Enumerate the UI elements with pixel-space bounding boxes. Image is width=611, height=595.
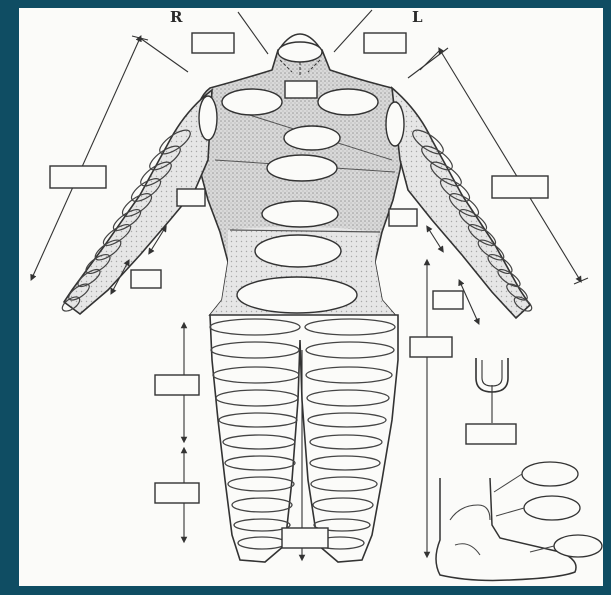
label-box-left-wrist	[433, 291, 463, 309]
left-arm	[392, 88, 534, 318]
foot-oval-bottom	[554, 535, 602, 557]
label-box-right-thigh	[155, 375, 199, 395]
neck-oval	[278, 42, 322, 62]
left-chest-oval	[318, 89, 378, 115]
label-box-right-elbow	[177, 189, 205, 206]
foot-detail	[436, 462, 602, 580]
label-box-inseam	[282, 528, 328, 548]
side-label-right: R	[170, 8, 183, 26]
image-frame: R L	[6, 6, 603, 589]
side-label-left: L	[412, 8, 423, 26]
label-box-glove	[466, 424, 516, 444]
mid-abdomen-oval	[262, 201, 338, 227]
label-box-right-arm-length	[50, 166, 106, 188]
right-shoulder-oval	[199, 96, 217, 140]
diagram-sheet: R L	[19, 8, 603, 586]
label-box-left-arm-length	[492, 176, 548, 198]
legs	[210, 315, 398, 562]
sternum-oval	[284, 126, 340, 150]
upper-abdomen-oval	[267, 155, 337, 181]
label-box-right-calf	[155, 483, 199, 503]
label-box-shoulder-left	[364, 33, 406, 53]
left-shoulder-oval	[386, 102, 404, 146]
foot-oval-mid	[524, 496, 580, 520]
hip-oval	[237, 277, 357, 313]
label-box-neck	[285, 81, 317, 98]
body-compression-diagram: R L	[19, 8, 603, 586]
label-box-left-leg-length	[410, 337, 452, 357]
foot-oval-top	[522, 462, 578, 486]
right-chest-oval	[222, 89, 282, 115]
label-box-left-elbow	[389, 209, 417, 226]
label-box-right-wrist	[131, 270, 161, 288]
label-box-shoulder-right	[192, 33, 234, 53]
lower-abdomen-oval	[255, 235, 341, 267]
